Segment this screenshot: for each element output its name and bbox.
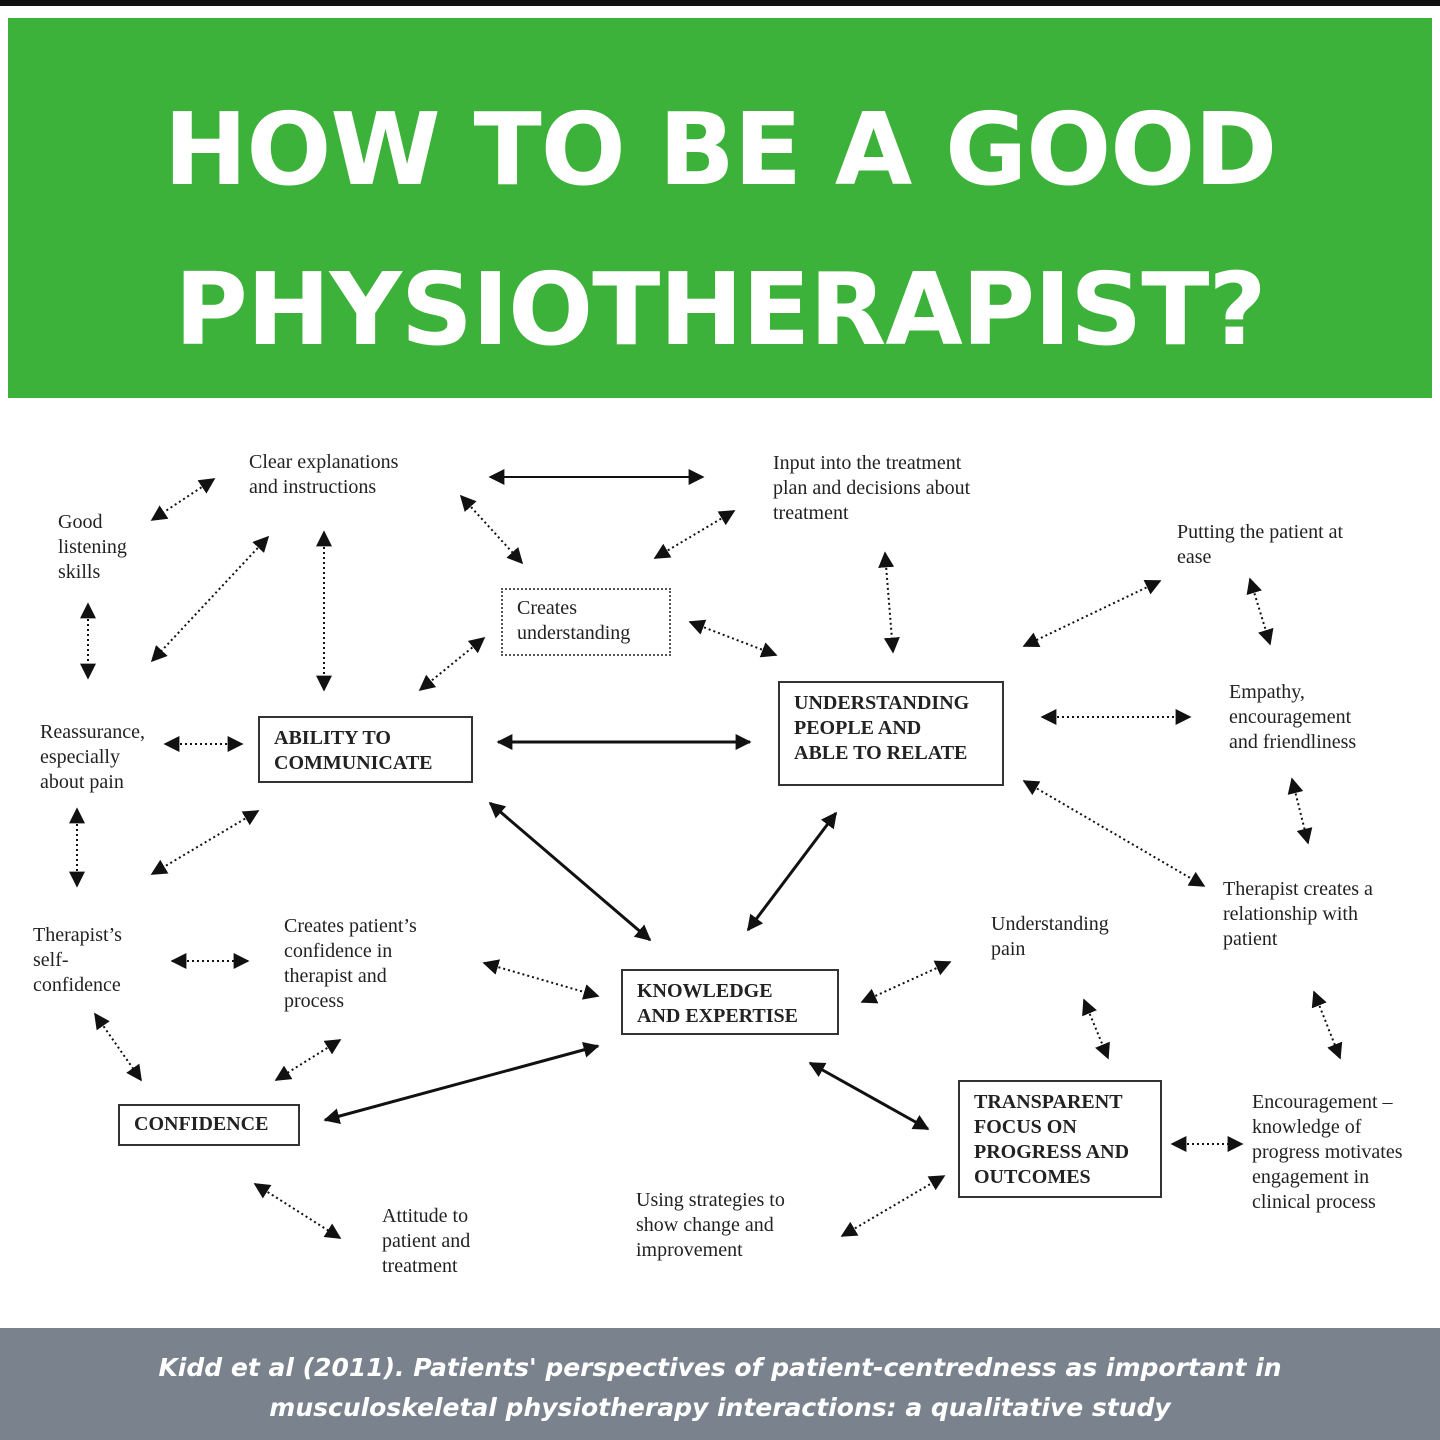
arrow-understanding-relate: [688, 619, 778, 658]
arrow-clear-reassurance: [150, 535, 270, 663]
label-reassurance: Reassurance, especially about pain: [40, 721, 145, 793]
node-ability-to-communicate: ABILITY TO COMMUNICATE: [258, 716, 473, 783]
label-input-treatment: Input into the treatment plan and decisi…: [773, 452, 971, 524]
node-confidence: CONFIDENCE: [118, 1104, 300, 1146]
arrow-therapist-encouragement: [1311, 990, 1343, 1060]
arrow-strategies-transparent: [840, 1175, 946, 1237]
arrow-input-relate: [878, 551, 900, 654]
label-empathy: Empathy, encouragement and friendliness: [1229, 681, 1357, 753]
node-creates-understanding: Creates understanding: [501, 588, 671, 656]
concept-diagram: Clear explanations and instructions Good…: [0, 398, 1440, 1328]
label-therapist-relationship: Therapist creates a relationship with pa…: [1223, 878, 1373, 950]
top-border: [0, 0, 1440, 6]
label-creates-patient-confidence: Creates patient’s confidence in therapis…: [284, 915, 417, 1012]
label-putting-at-ease: Putting the patient at ease: [1177, 521, 1344, 568]
arrow-createsconf-knowledge: [482, 959, 600, 1000]
arrow-knowledge-confidence: [323, 1042, 600, 1124]
label-using-strategies: Using strategies to show change and impr…: [636, 1189, 785, 1261]
arrow-ease-relate: [1022, 579, 1162, 648]
arrow-clear-listening: [150, 478, 216, 521]
page-title: HOW TO BE A GOOD PHYSIOTHERAPIST?: [163, 91, 1278, 368]
arrow-communicate-knowledge: [488, 801, 652, 942]
arrow-confidence-attitude: [253, 1183, 342, 1239]
arrow-empathy-therapist: [1287, 777, 1313, 845]
label-therapist-self-confidence: Therapist’s self- confidence: [33, 924, 122, 996]
arrow-relate-therapist: [1022, 780, 1206, 887]
title-banner: HOW TO BE A GOOD PHYSIOTHERAPIST?: [8, 18, 1432, 398]
arrow-selfconfidence-confidence: [94, 1012, 142, 1082]
label-attitude: Attitude to patient and treatment: [382, 1205, 471, 1277]
label-encouragement-knowledge: Encouragement – knowledge of progress mo…: [1252, 1091, 1403, 1213]
citation-footer: Kidd et al (2011). Patients' perspective…: [0, 1328, 1440, 1440]
arrow-knowledge-transparent: [808, 1061, 930, 1131]
diagram-arrows: [69, 469, 1343, 1239]
label-clear-explanations: Clear explanations and instructions: [249, 451, 399, 498]
node-transparent-focus: TRANSPARENT FOCUS ON PROGRESS AND OUTCOM…: [958, 1080, 1162, 1198]
citation-text: Kidd et al (2011). Patients' perspective…: [158, 1353, 1282, 1422]
arrow-knowledge-relate: [746, 811, 838, 932]
arrow-pain-knowledge: [860, 960, 952, 1004]
arrow-createsconf-confidence: [274, 1039, 342, 1081]
arrow-pain-transparent: [1082, 998, 1110, 1060]
arrow-clear-creates-understanding: [459, 494, 524, 565]
label-good-listening: Good listening skills: [58, 511, 127, 583]
arrow-communicate-selfconfidence: [150, 810, 260, 875]
label-understanding-pain: Understanding pain: [991, 913, 1109, 960]
arrow-ease-empathy: [1246, 577, 1274, 646]
arrow-understanding-communicate: [418, 636, 486, 692]
node-knowledge-expertise: KNOWLEDGE AND EXPERTISE: [621, 969, 839, 1035]
arrow-input-creates-understanding: [653, 510, 736, 559]
node-understanding-people: UNDERSTANDING PEOPLE AND ABLE TO RELATE: [778, 681, 1004, 786]
